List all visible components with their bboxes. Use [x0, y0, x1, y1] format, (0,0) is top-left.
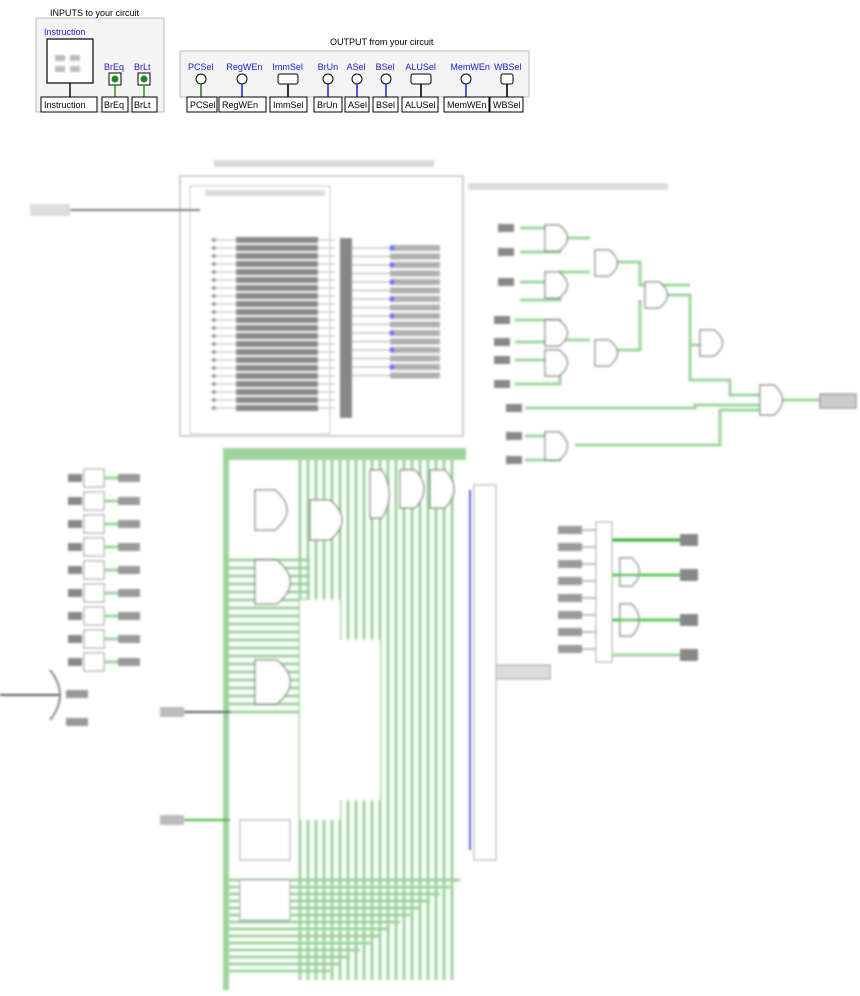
breq-pin-label: BrEq — [104, 62, 124, 72]
output-tunnel-memwen — [443, 96, 490, 113]
output-tunnel-alusel — [401, 96, 439, 113]
output-tunnel-label-memwen: MemWEn — [447, 100, 487, 110]
output-tunnel-label-alusel: ALUSel — [405, 100, 436, 110]
outputs-title: OUTPUT from your circuit — [330, 37, 434, 47]
instruction-pin-bits — [55, 55, 80, 72]
output-pin-immsel — [277, 73, 299, 85]
control-bus-network — [160, 448, 551, 990]
output-pin-wbsel — [500, 73, 514, 85]
output-pin-label-wbsel: WBSel — [494, 62, 522, 72]
brlt-tunnel-label: BrLt — [134, 100, 151, 110]
output-tunnel-regwen — [218, 96, 267, 113]
output-pin-regwen — [236, 73, 248, 85]
output-pin-pcsel — [195, 73, 207, 85]
output-tunnel-asel — [344, 96, 370, 113]
output-pin-label-brun: BrUn — [318, 62, 339, 72]
output-pin-label-memwen: MemWEn — [450, 62, 490, 72]
breq-tunnel-label: BrEq — [104, 100, 124, 110]
output-tunnel-label-bsel: BSel — [376, 100, 395, 110]
inputs-panel: INPUTS to your circuit Instruction BrEq … — [35, 8, 165, 113]
pcsel-gate-tree — [494, 224, 857, 464]
output-tunnel-pcsel — [186, 96, 218, 113]
output-tunnel-label-asel: ASel — [348, 100, 367, 110]
outputs-panel-box — [179, 50, 530, 98]
brlt-pin-state — [140, 75, 148, 83]
output-tunnel-bsel — [372, 96, 399, 113]
wbsel-gate-group — [558, 521, 698, 663]
brlt-tunnel — [131, 96, 158, 113]
output-tunnel-label-pcsel: PCSel — [190, 100, 216, 110]
output-tunnel-wbsel — [489, 96, 524, 113]
instruction-tunnel — [40, 96, 98, 113]
output-pin-label-pcsel: PCSel — [188, 62, 214, 72]
output-tunnel-immsel — [269, 96, 308, 113]
control-logic-block — [30, 160, 668, 437]
breq-tunnel — [101, 96, 129, 113]
output-pin-label-alusel: ALUSel — [405, 62, 436, 72]
instruction-pin-label: Instruction — [44, 27, 86, 37]
output-tunnel-label-wbsel: WBSel — [493, 100, 521, 110]
output-tunnel-brun — [313, 96, 343, 113]
inputs-title: INPUTS to your circuit — [50, 8, 140, 18]
output-tunnel-label-regwen: RegWEn — [222, 100, 258, 110]
output-pin-label-immsel: ImmSel — [272, 62, 303, 72]
brlt-pin-label: BrLt — [134, 62, 151, 72]
outputs-panel: OUTPUT from your circuit PCSelPCSelRegWE… — [179, 37, 530, 113]
output-pin-brun — [322, 73, 334, 85]
instruction-tunnel-label: Instruction — [44, 100, 86, 110]
output-pin-label-asel: ASel — [347, 62, 366, 72]
output-pin-label-regwen: RegWEn — [226, 62, 262, 72]
instruction-splitter-stack — [0, 468, 140, 726]
output-pin-bsel — [380, 73, 392, 85]
output-tunnel-label-brun: BrUn — [317, 100, 338, 110]
output-tunnel-label-immsel: ImmSel — [273, 100, 304, 110]
output-pin-label-bsel: BSel — [376, 62, 395, 72]
breq-pin-state — [111, 75, 119, 83]
output-pin-memwen — [460, 73, 472, 85]
output-pin-alusel — [410, 73, 432, 85]
output-pin-asel — [351, 73, 363, 85]
